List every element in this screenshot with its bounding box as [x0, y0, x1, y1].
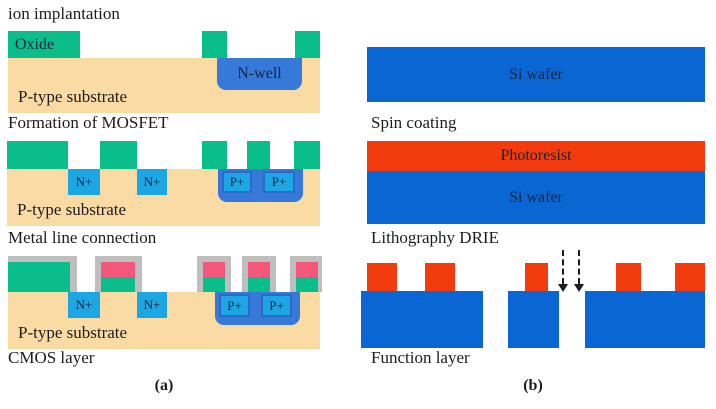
oxide-block	[294, 141, 320, 169]
metal-line	[203, 262, 225, 277]
p-plus-label: P+	[227, 297, 242, 313]
oxide-layer: Oxide	[8, 31, 80, 58]
step-title-ion-implantation: ion implantation	[8, 4, 120, 23]
step-title-lithography-drie: Lithography DRIE	[371, 228, 499, 247]
oxide-label: Oxide	[15, 35, 55, 53]
etch-arrow-line	[562, 250, 564, 284]
etched-si-block	[508, 291, 559, 348]
p-plus-label: P+	[269, 297, 284, 313]
gate-oxide	[101, 277, 135, 292]
gate-oxide-core	[8, 262, 70, 292]
p-plus-region: P+	[261, 294, 292, 317]
metal-line	[296, 262, 318, 277]
n-plus-region: N+	[68, 292, 100, 318]
etched-si-block	[585, 291, 705, 348]
oxide-block	[7, 141, 68, 169]
si-wafer-block: Si wafer	[367, 47, 705, 102]
n-plus-region: N+	[137, 169, 167, 195]
n-well: N-well	[217, 58, 302, 90]
p-plus-region: P+	[263, 171, 295, 193]
oxide-block	[100, 141, 137, 169]
p-plus-region: P+	[222, 171, 252, 193]
step-title-metal-line: Metal line connection	[8, 228, 157, 247]
metal-line	[101, 262, 135, 277]
gate-oxide	[203, 277, 225, 292]
metal-line	[248, 262, 270, 277]
etched-si-block	[361, 291, 483, 348]
n-plus-region: N+	[68, 169, 100, 195]
n-plus-label: N+	[143, 297, 161, 312]
substrate-label: P-type substrate	[18, 87, 128, 106]
si-wafer-label: Si wafer	[509, 188, 563, 206]
step-title-cmos-layer: CMOS layer	[8, 348, 95, 367]
photoresist-label: Photoresist	[500, 147, 572, 164]
substrate-label: P-type substrate	[17, 200, 127, 219]
step-title-spin-coating: Spin coating	[371, 113, 457, 132]
step-title-function-layer: Function layer	[371, 348, 470, 367]
etch-arrow-line	[578, 250, 580, 284]
p-plus-label: P+	[229, 174, 245, 189]
gate-oxide	[296, 277, 318, 292]
p-plus-label: P+	[271, 174, 287, 189]
oxide-block	[295, 31, 320, 58]
gate-metal-stack	[101, 262, 135, 292]
photoresist-block	[367, 263, 397, 291]
photoresist-block	[616, 263, 641, 291]
n-well-label: N-well	[237, 65, 282, 82]
panel-b-caption: (b)	[523, 377, 543, 394]
oxide-block	[247, 141, 270, 169]
si-wafer-label: Si wafer	[509, 65, 563, 83]
n-plus-label: N+	[75, 297, 93, 312]
gate-metal-stack	[203, 262, 225, 292]
oxide-block	[202, 31, 227, 58]
gate-metal-stack	[248, 262, 270, 292]
oxide-block	[202, 141, 227, 169]
photoresist-block	[425, 263, 455, 291]
photoresist-block	[675, 263, 705, 291]
p-plus-region: P+	[219, 294, 250, 317]
photoresist-layer: Photoresist	[367, 141, 705, 171]
si-wafer-block: Si wafer	[367, 171, 705, 224]
substrate-label: P-type substrate	[18, 323, 128, 342]
photoresist-block	[525, 263, 548, 291]
step-title-formation-mosfet: Formation of MOSFET	[8, 113, 169, 132]
etch-arrow-head	[558, 284, 568, 297]
n-plus-label: N+	[143, 174, 161, 189]
gate-metal-stack	[296, 262, 318, 292]
gate-oxide	[248, 277, 270, 292]
n-plus-label: N+	[75, 174, 93, 189]
panel-a-caption: (a)	[154, 377, 174, 394]
etch-arrow-head	[574, 284, 584, 297]
n-plus-region: N+	[137, 292, 167, 318]
